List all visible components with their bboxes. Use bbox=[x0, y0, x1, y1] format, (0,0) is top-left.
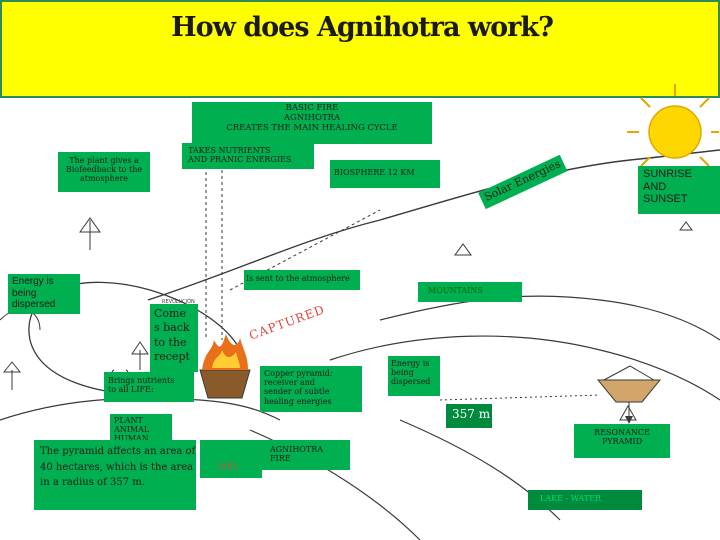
comes-back-box: Come s back to the recept bbox=[150, 304, 198, 372]
plant-animal-human-label: PLANT ANIMAL HUMAN bbox=[114, 416, 150, 444]
pyramid-area-box: The pyramid affects an area of 40 hectar… bbox=[34, 440, 196, 510]
plant-feedback-box: The plant gives a Biofeedback to the atm… bbox=[58, 152, 150, 192]
sunrise-sunset-box: SUNRISE AND SUNSET bbox=[638, 166, 720, 214]
energy-dispersed-right-label: Energy is being dispersed bbox=[391, 359, 431, 387]
mountain-outline bbox=[147, 149, 720, 301]
takes-nutrients-label: TAKES NUTRIENTS AND PRANIC ENERGIES bbox=[188, 146, 292, 165]
copper-pyramid-box: Copper pyramid: receiver and sender of s… bbox=[260, 366, 362, 412]
sent-to-atmosphere-label: Is sent to the atmosphere bbox=[246, 274, 350, 283]
lake-water-box: LAKE - WATER bbox=[528, 490, 642, 510]
sent-to-atmosphere-box: Is sent to the atmosphere bbox=[244, 270, 360, 290]
biosphere-label: BIOSPHERE 12 KM bbox=[334, 168, 415, 177]
lake-water-label: LAKE - WATER bbox=[540, 494, 602, 503]
distance-label: 357 m bbox=[452, 407, 491, 421]
takes-nutrients-box: TAKES NUTRIENTS AND PRANIC ENERGIES bbox=[182, 143, 314, 169]
revolucion-label: REVOLUCIÓN bbox=[162, 299, 195, 305]
mountain-lower bbox=[329, 335, 720, 401]
soil-box: SOIL bbox=[200, 440, 262, 478]
agnihotra-fire-label: AGNIHOTRA FIRE bbox=[270, 445, 323, 464]
soil-label: SOIL bbox=[218, 462, 239, 471]
distance-box: 357 m bbox=[446, 404, 492, 428]
mountains-box: MOUNTAINS bbox=[418, 282, 522, 302]
page-title: How does Agnihotra work? bbox=[171, 12, 554, 43]
brings-nutrients-box: Brings nutrients to all LIFE: bbox=[104, 372, 194, 402]
mountain-slope bbox=[379, 295, 720, 341]
plant-feedback-label: The plant gives a Biofeedback to the atm… bbox=[65, 156, 143, 184]
biosphere-box: BIOSPHERE 12 KM bbox=[330, 160, 440, 188]
mountains-label: MOUNTAINS bbox=[428, 286, 483, 295]
energy-dispersed-right-box: Energy is being dispersed bbox=[388, 356, 440, 396]
agnihotra-fire-icon bbox=[199, 334, 251, 399]
sunrise-sunset-label: SUNRISE AND SUNSET bbox=[643, 168, 692, 206]
plant-animal-human-box: PLANT ANIMAL HUMAN bbox=[110, 414, 172, 444]
sun-icon bbox=[627, 84, 719, 180]
title-bar: How does Agnihotra work? bbox=[0, 0, 720, 98]
agnihotra-fire-box: AGNIHOTRA FIRE bbox=[262, 440, 350, 470]
basic-fire-box: BASIC FIRE AGNIHOTRA CREATES THE MAIN HE… bbox=[192, 102, 432, 144]
resonance-pyramid-icon bbox=[596, 365, 662, 424]
brings-nutrients-label: Brings nutrients to all LIFE: bbox=[108, 376, 175, 395]
resonance-pyramid-box: RESONANCE PYRAMID bbox=[574, 424, 670, 458]
energy-dispersed-left-label: Energy is being dispersed bbox=[12, 276, 56, 310]
basic-fire-label: BASIC FIRE AGNIHOTRA CREATES THE MAIN HE… bbox=[226, 103, 398, 133]
resonance-pyramid-label: RESONANCE PYRAMID bbox=[594, 428, 650, 447]
energy-dispersed-left-box: Energy is being dispersed bbox=[8, 274, 80, 314]
pyramid-area-label: The pyramid affects an area of 40 hectar… bbox=[40, 446, 196, 488]
comes-back-label: Come s back to the recept bbox=[154, 307, 190, 363]
copper-pyramid-label: Copper pyramid: receiver and sender of s… bbox=[264, 369, 333, 406]
tree-icon bbox=[2, 217, 693, 421]
